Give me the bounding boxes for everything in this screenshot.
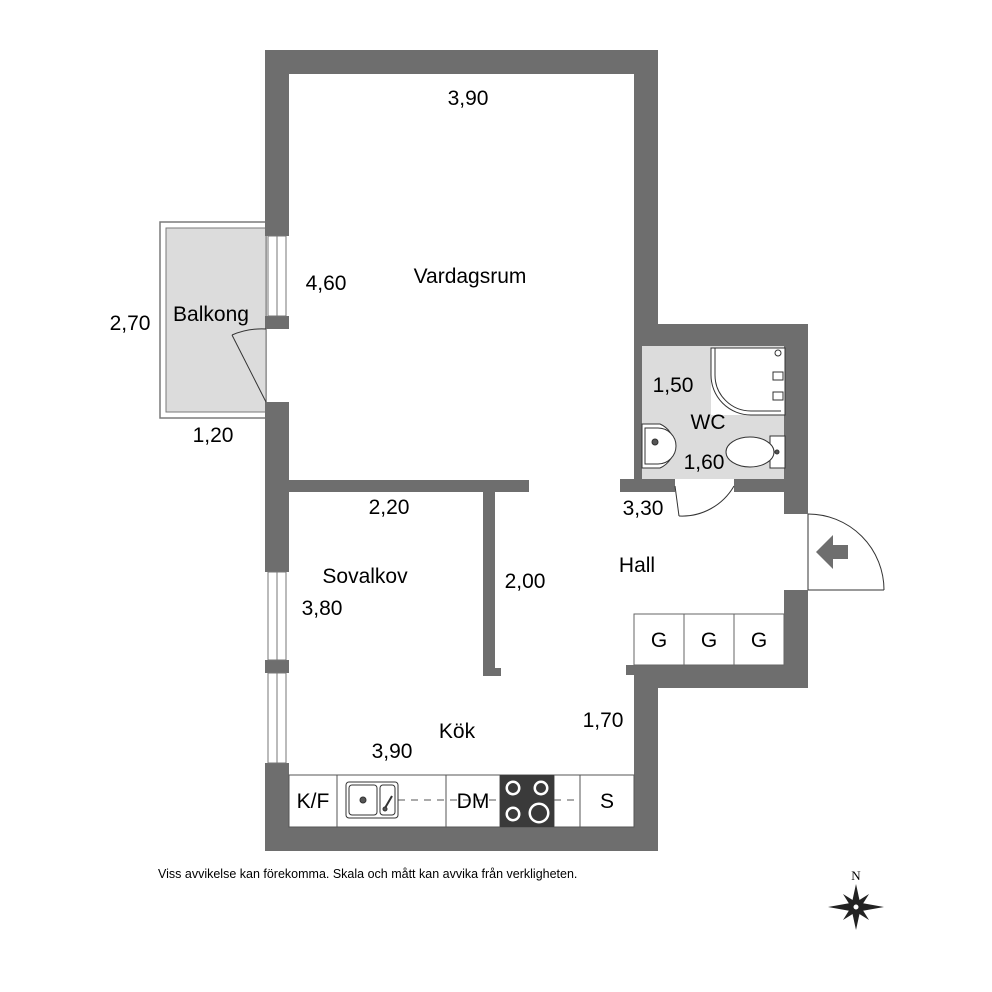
walls bbox=[265, 50, 808, 851]
wc-width: 1,60 bbox=[684, 451, 725, 474]
kok-depth: 1,70 bbox=[583, 709, 624, 732]
sovalkov-width: 2,20 bbox=[369, 496, 410, 519]
wardrobe-label: G bbox=[751, 629, 767, 652]
hall-width: 3,30 bbox=[623, 497, 664, 520]
room-name-wc: WC bbox=[691, 411, 726, 434]
room-name-balkong: Balkong bbox=[173, 303, 249, 326]
windows bbox=[267, 235, 287, 764]
storage-label: S bbox=[600, 790, 614, 813]
balcony bbox=[159, 221, 267, 419]
vardagsrum-depth: 4,60 bbox=[306, 272, 347, 295]
room-name-sovalkov: Sovalkov bbox=[322, 565, 408, 588]
balkong-depth: 2,70 bbox=[110, 312, 151, 335]
compass-north-label: N bbox=[851, 868, 861, 883]
sovalkov-depth: 3,80 bbox=[302, 597, 343, 620]
vardagsrum-width: 3,90 bbox=[448, 87, 489, 110]
room-name-hall: Hall bbox=[619, 554, 655, 577]
stove-icon bbox=[500, 775, 554, 827]
room-name-kok: Kök bbox=[439, 720, 476, 743]
wash-basin-icon bbox=[641, 423, 677, 469]
disclaimer-text: Viss avvikelse kan förekomma. Skala och … bbox=[158, 867, 577, 881]
fridge-freezer-label: K/F bbox=[297, 790, 330, 813]
sink-icon bbox=[345, 781, 399, 819]
wardrobes bbox=[633, 613, 785, 666]
wc-door bbox=[674, 485, 735, 517]
toilet-icon bbox=[725, 435, 786, 469]
wc-depth: 1,50 bbox=[653, 374, 694, 397]
room-name-vardagsrum: Vardagsrum bbox=[414, 265, 527, 288]
kok-width: 3,90 bbox=[372, 740, 413, 763]
entrance-door bbox=[807, 513, 885, 591]
shower bbox=[710, 347, 786, 416]
balcony-door bbox=[231, 328, 267, 403]
dishwasher-label: DM bbox=[457, 790, 490, 813]
wardrobe-label: G bbox=[701, 629, 717, 652]
entrance-arrow-icon bbox=[816, 535, 848, 569]
wardrobe-label: G bbox=[651, 629, 667, 652]
hall-depth: 2,00 bbox=[505, 570, 546, 593]
compass-icon: N bbox=[828, 868, 884, 930]
balkong-width: 1,20 bbox=[193, 424, 234, 447]
